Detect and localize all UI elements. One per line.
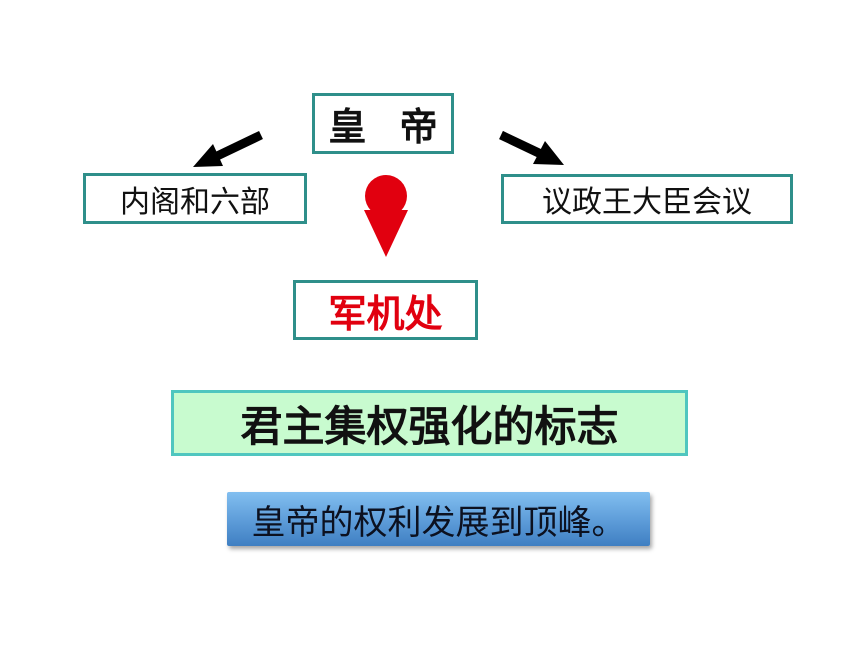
grand-council-label: 军机处 — [328, 291, 443, 336]
grand-council-box: 军机处 — [293, 280, 478, 340]
princes-council-label: 议政王大臣会议 — [542, 185, 752, 220]
emperor-label: 皇 帝 — [328, 105, 448, 149]
cabinet-ministries-box: 内阁和六部 — [83, 173, 307, 224]
summary-box: 皇帝的权利发展到顶峰。 — [227, 492, 650, 546]
red-down-arrow-icon — [364, 175, 408, 257]
arrow-left-down-icon — [193, 130, 263, 167]
princes-council-box: 议政王大臣会议 — [501, 174, 793, 224]
emperor-box: 皇 帝 — [312, 93, 454, 154]
conclusion-box: 君主集权强化的标志 — [171, 390, 688, 456]
conclusion-label: 君主集权强化的标志 — [240, 401, 619, 451]
cabinet-ministries-label: 内阁和六部 — [120, 184, 270, 220]
summary-label: 皇帝的权利发展到顶峰。 — [251, 502, 626, 543]
arrow-right-down-icon — [499, 130, 564, 165]
